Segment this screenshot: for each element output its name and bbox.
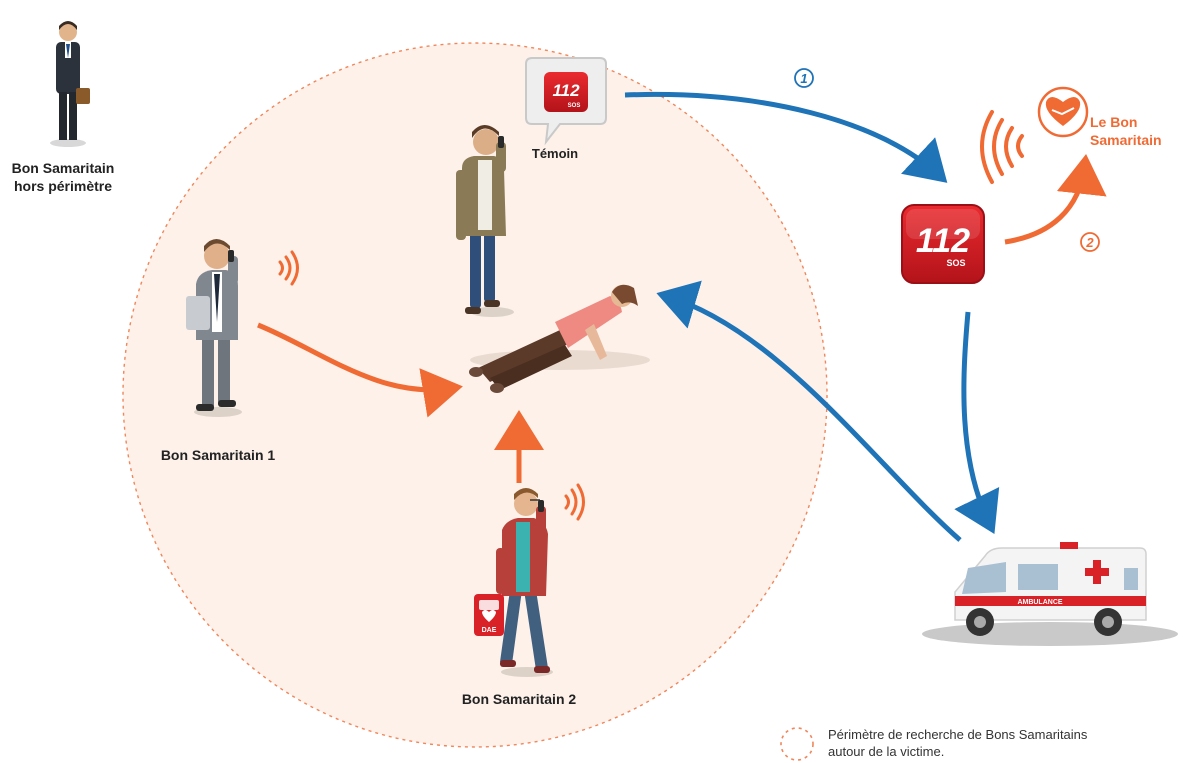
step-1-number: 1 (800, 71, 807, 86)
bon-samaritain-hors-perimetre-figure (50, 21, 90, 147)
heart-hands-icon (1037, 86, 1089, 138)
emergency-112-sos: SOS (946, 258, 965, 268)
arrow-step2-112-to-app (1004, 154, 1107, 245)
emergency-112-number: 112 (916, 222, 970, 260)
app-name-line2: Samaritain (1090, 132, 1162, 148)
emergency-112-icon-small (544, 72, 588, 112)
arrow-bs1-to-victim (257, 322, 463, 418)
search-perimeter (122, 42, 828, 748)
defibrillator-text: DAE (482, 627, 497, 634)
ambulance-icon: AMBULANCE (922, 542, 1178, 646)
phone-signal-icon-bs1 (278, 250, 299, 286)
arrow-step1-witness-to-112 (624, 92, 948, 183)
emergency-112-icon: 112 SOS (901, 204, 985, 284)
bon-samaritain-1-figure (186, 239, 242, 417)
arrow-ambulance-to-victim (656, 280, 962, 542)
bs1-label: Bon Samaritain 1 (161, 447, 276, 463)
defibrillator-icon: DAE (474, 594, 504, 636)
legend-line1: Périmètre de recherche de Bons Samaritai… (828, 727, 1088, 742)
bubble-112-number: 112 (552, 81, 580, 100)
legend-perimeter-symbol (780, 727, 814, 761)
bs2-label: Bon Samaritain 2 (462, 691, 577, 707)
step-2-badge: 2 (1080, 232, 1100, 252)
step-1-badge: 1 (794, 68, 814, 88)
outside-label-line2: hors périmètre (14, 178, 112, 194)
bubble-112-sos: SOS (568, 103, 581, 109)
ambulance-text: AMBULANCE (1017, 599, 1062, 606)
bon-samaritain-2-figure (496, 488, 553, 677)
broadcast-signal-icon (980, 110, 1024, 184)
victim-figure (469, 284, 650, 393)
step-2-number: 2 (1085, 235, 1094, 250)
app-name-line1: Le Bon (1090, 114, 1137, 130)
witness-speech-bubble: 112 SOS (525, 57, 607, 146)
legend-line2: autour de la victime. (828, 744, 944, 759)
outside-label-line1: Bon Samaritain (12, 160, 115, 176)
witness-label: Témoin (532, 146, 578, 161)
phone-signal-icon-bs2 (564, 483, 585, 521)
arrow-112-to-ambulance (954, 311, 1000, 534)
witness-figure (456, 125, 514, 317)
